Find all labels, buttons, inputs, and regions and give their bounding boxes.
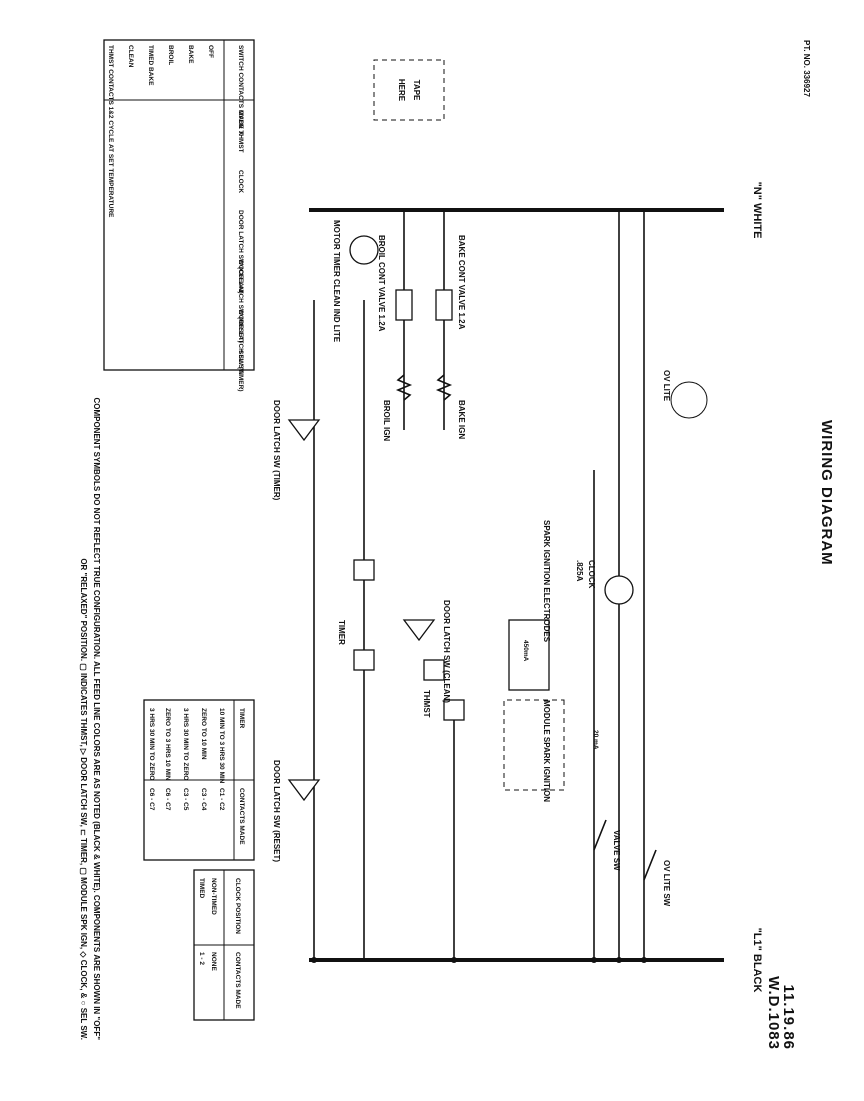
svg-text:NON-TIMED: NON-TIMED (210, 878, 217, 915)
n-label: "N" WHITE (751, 182, 763, 239)
clock-motor (604, 575, 634, 605)
amps-450: 450mA (522, 640, 529, 662)
bake-ign-label: BAKE IGN (457, 400, 466, 439)
part-number: PT. NO. 336927 (802, 40, 811, 97)
thmst-terminal-2 (423, 659, 445, 681)
broil-valve-label: BROIL CONT VALVE 1.2A (377, 235, 386, 332)
svg-text:CONTACTS MADE: CONTACTS MADE (234, 952, 241, 1009)
svg-text:CLOCK POSITION: CLOCK POSITION (234, 878, 241, 934)
valve-sw-label: VALVE SW (612, 830, 621, 871)
svg-text:C6 - C7: C6 - C7 (148, 788, 155, 811)
bake-ign-resistor (435, 374, 453, 401)
door-latch-timer-label: DOOR LATCH SW (TIMER) (272, 400, 281, 501)
svg-text:10 MIN TO 3 HRS 30 MIN: 10 MIN TO 3 HRS 30 MIN (218, 708, 225, 784)
door-latch-reset-label: DOOR LATCH SW (RESET) (272, 760, 281, 862)
bake-valve-label: BAKE CONT VALVE 1.2A (457, 235, 466, 330)
switch-table: SWITCH CONTACTS MADE X OVEN THMST CLOCK … (103, 39, 255, 391)
clock-amps: .825A (575, 560, 584, 582)
svg-text:DOOR LATCH SW (CLEAN): DOOR LATCH SW (CLEAN) (237, 210, 244, 294)
svg-text:SWITCH CONTACTS MADE X: SWITCH CONTACTS MADE X (237, 45, 244, 136)
svg-text:TIMED: TIMED (198, 878, 205, 899)
ov-lite-label: OV LITE (662, 370, 671, 402)
doc-code: W.D.1083 (765, 976, 782, 1050)
electrodes-label: SPARK IGNITION ELECTRODES (542, 520, 551, 643)
tape-label: TAPE (412, 80, 421, 101)
broil-cont-valve-coil (395, 289, 413, 321)
svg-text:THMST CONTACTS 1&2 CYCLE AT SE: THMST CONTACTS 1&2 CYCLE AT SET TEMPERAT… (107, 45, 114, 218)
thmst-label: THMST (422, 690, 431, 718)
timer-c1 (353, 649, 375, 671)
clock-table: CLOCK POSITION CONTACTS MADE NON-TIMED N… (193, 869, 255, 1021)
svg-text:C3 - C4: C3 - C4 (200, 788, 207, 811)
svg-text:BAKE: BAKE (187, 45, 194, 64)
l1-label: "L1" BLACK (751, 928, 763, 993)
svg-text:BROIL: BROIL (167, 45, 174, 65)
svg-text:DOOR LATCH SW (TIMER): DOOR LATCH SW (TIMER) (237, 310, 244, 391)
note-line-1: COMPONENT SYMBOLS DO NOT REFLECT TRUE CO… (92, 397, 101, 1040)
timer-table: TIMER CONTACTS MADE 10 MIN TO 3 HRS 30 M… (143, 699, 255, 861)
bake-cont-valve-coil (435, 289, 453, 321)
svg-text:TIMED BAKE: TIMED BAKE (147, 45, 154, 86)
timer-c2 (353, 559, 375, 581)
svg-text:C6 - C7: C6 - C7 (164, 788, 171, 811)
tape-here-box (373, 59, 445, 121)
svg-text:C1 - C2: C1 - C2 (218, 788, 225, 811)
here-label: HERE (397, 79, 406, 102)
door-latch-sw-clean (402, 619, 436, 642)
svg-text:SEL SW: SEL SW (237, 350, 244, 376)
timer-label: TIMER (337, 620, 346, 645)
ov-lite-sw-label: OV LITE SW (662, 860, 671, 907)
door-latch-sw-timer (287, 419, 321, 442)
svg-text:ZERO TO 3 HRS 10 MIN: ZERO TO 3 HRS 10 MIN (164, 708, 171, 781)
svg-text:3 HRS 30 MIN TO ZERO: 3 HRS 30 MIN TO ZERO (148, 708, 155, 780)
svg-text:NONE: NONE (210, 952, 217, 971)
svg-text:ZERO TO 10 MIN: ZERO TO 10 MIN (200, 708, 207, 760)
motor-timer-label: MOTOR TIMER CLEAN IND LITE (332, 220, 341, 343)
note-line-2: OR "RELAXED" POSITION. ▢ INDICATES THMST… (79, 558, 88, 1040)
svg-text:3 HRS 30 MIN TO ZERO: 3 HRS 30 MIN TO ZERO (182, 708, 189, 780)
current-20ma: 20 mA (592, 730, 599, 750)
module-spark-label: MODULE SPARK IGNITION (542, 700, 551, 802)
svg-text:CONTACTS MADE: CONTACTS MADE (238, 788, 245, 845)
module-spark-ignition (508, 619, 550, 691)
svg-text:TIMER: TIMER (238, 708, 245, 729)
broil-ign-label: BROIL IGN (382, 400, 391, 441)
svg-text:C3 - C5: C3 - C5 (182, 788, 189, 811)
door-latch-sw-reset (287, 779, 321, 802)
door-latch-clean-label: DOOR LATCH SW (CLEAN) (442, 600, 451, 703)
broil-ign-resistor (395, 374, 413, 401)
motor-timer (349, 235, 379, 265)
ov-lite-lamp (670, 381, 708, 419)
svg-text:CLEAN: CLEAN (127, 45, 134, 68)
svg-text:CLOCK: CLOCK (237, 170, 244, 193)
svg-text:OVEN THMST: OVEN THMST (237, 110, 244, 153)
clock-label: CLOCK (587, 560, 596, 589)
doc-date: 11.19.86 (780, 984, 797, 1050)
svg-text:OFF: OFF (207, 45, 214, 58)
thmst-terminal-1 (443, 699, 465, 721)
svg-text:DOOR LATCH SW (RESET): DOOR LATCH SW (RESET) (237, 260, 244, 343)
diagram-title: WIRING DIAGRAM (818, 420, 835, 566)
svg-text:1 - 2: 1 - 2 (198, 952, 205, 965)
